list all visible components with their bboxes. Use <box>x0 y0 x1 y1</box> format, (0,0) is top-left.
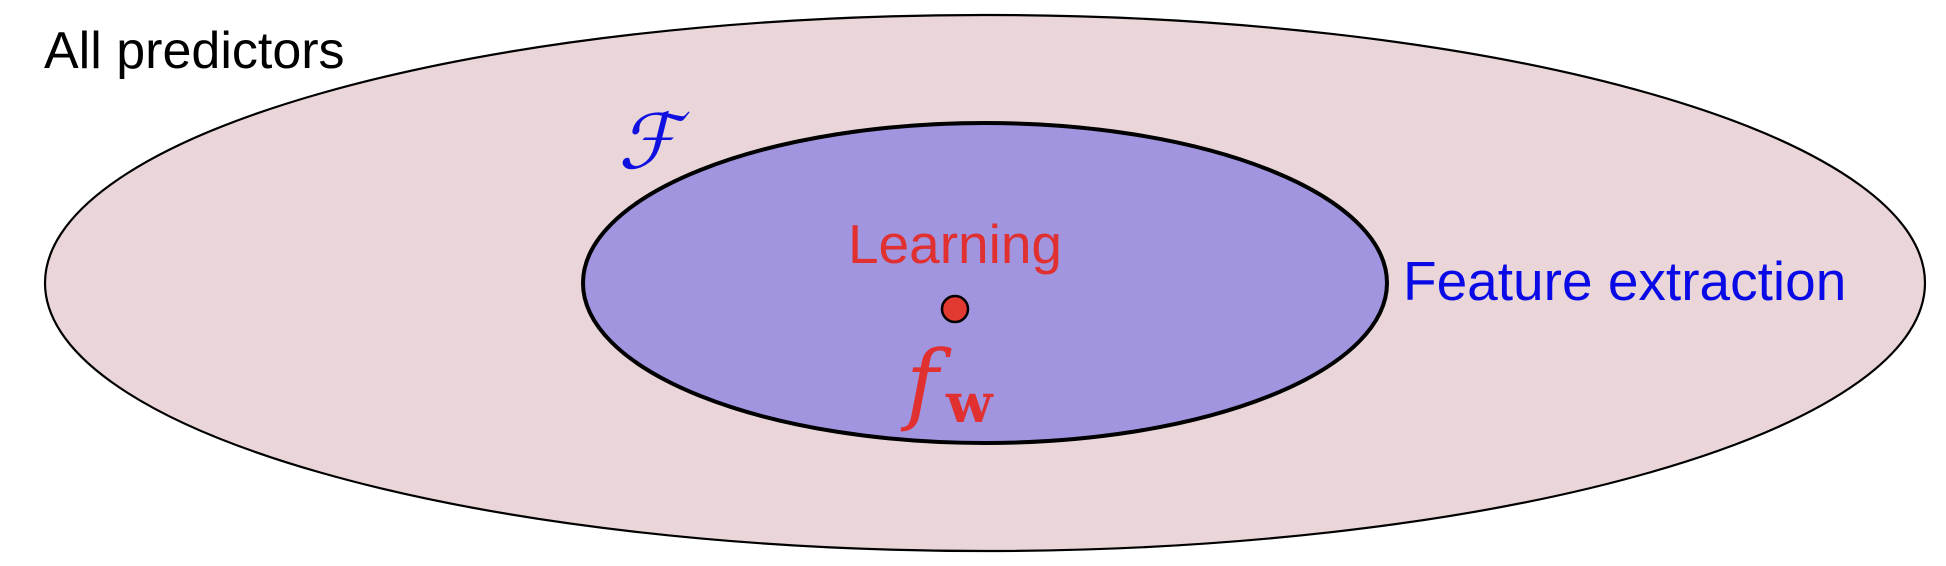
feature-extraction-label: Feature extraction <box>1403 250 1846 312</box>
selected-predictor-point <box>940 294 970 324</box>
hypothesis-class-ellipse <box>581 121 1389 445</box>
all-predictors-label: All predictors <box>44 22 345 80</box>
selected-predictor-subscript: w <box>945 371 994 435</box>
learning-label: Learning <box>848 213 1062 275</box>
